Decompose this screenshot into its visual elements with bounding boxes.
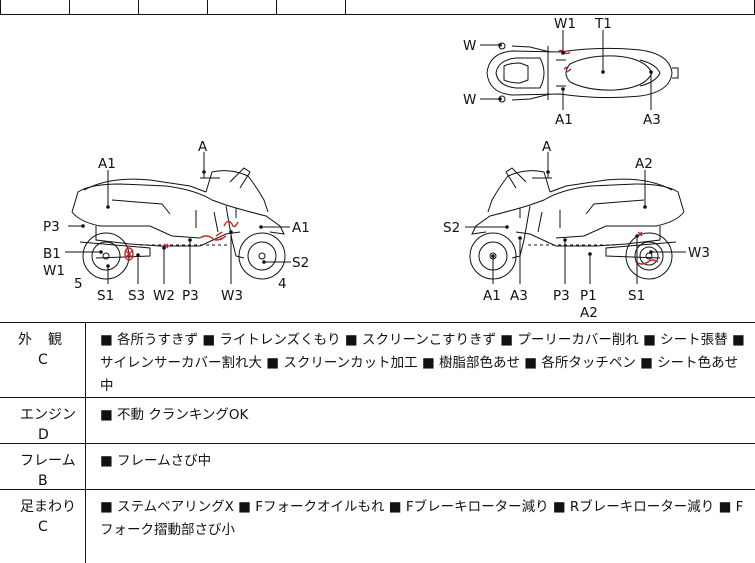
category-name-frame: フレーム xyxy=(20,453,76,469)
label-right-s2: S2 xyxy=(443,220,460,236)
label-left-a: A xyxy=(198,139,208,155)
label-right-a: A xyxy=(542,139,552,155)
label-top-a1: A1 xyxy=(555,112,573,128)
category-cell: フレーム B xyxy=(0,444,86,489)
scooter-right-view: A A2 S2 W3 A1 A3 P3 P1 A2 S1 xyxy=(443,139,710,321)
category-name-engine: エンジン xyxy=(20,407,76,423)
category-cell: エンジン D xyxy=(0,398,86,443)
grade-exterior: C xyxy=(38,352,48,368)
label-top-t1: T1 xyxy=(594,16,612,32)
label-top-a3: A3 xyxy=(643,112,661,128)
scooter-top-view: W1 T1 W W A1 A3 xyxy=(463,16,679,128)
category-cell: 外 観 C xyxy=(0,323,86,397)
label-left-4: 4 xyxy=(278,276,287,292)
row-frame: フレーム B ■ フレームさび中 xyxy=(0,443,755,489)
label-left-s1: S1 xyxy=(97,288,114,304)
label-right-w3: W3 xyxy=(688,245,710,261)
scooter-damage-diagram: W1 T1 W W A1 A3 xyxy=(0,15,755,322)
label-left-w1: W1 xyxy=(43,263,65,279)
label-right-s1: S1 xyxy=(628,288,645,304)
label-left-w3: W3 xyxy=(221,288,243,304)
label-top-w1: W1 xyxy=(554,16,576,32)
grade-engine: D xyxy=(38,427,49,443)
exterior-notes: ■ 各所うすきず ■ ライトレンズくもり ■ スクリーンこすりきず ■ プーリー… xyxy=(100,332,745,394)
label-left-a1-front: A1 xyxy=(292,220,310,236)
category-cell: 足まわり C xyxy=(0,490,86,563)
label-left-s3: S3 xyxy=(128,288,145,304)
label-left-p3: P3 xyxy=(43,219,60,235)
label-left-s2: S2 xyxy=(292,255,309,271)
grade-suspension: C xyxy=(38,519,48,535)
suspension-notes: ■ ステムベアリングX ■ Fフォークオイルもれ ■ Fブレーキローター減り ■… xyxy=(100,499,744,538)
scooter-left-view: A A1 P3 A1 B1 W1 S2 5 4 S1 S3 W2 P3 W3 xyxy=(43,139,310,304)
frame-notes: ■ フレームさび中 xyxy=(100,453,212,469)
label-top-w-lower: W xyxy=(463,92,476,108)
label-left-5: 5 xyxy=(74,276,83,292)
label-right-a2-bottom: A2 xyxy=(580,305,598,321)
row-engine: エンジン D ■ 不動 クランキングOK xyxy=(0,397,755,443)
engine-notes: ■ 不動 クランキングOK xyxy=(100,407,249,423)
label-right-p1: P1 xyxy=(580,288,597,304)
grade-frame: B xyxy=(38,473,48,489)
label-left-w2: W2 xyxy=(153,288,175,304)
inspection-table: 外 観 C ■ 各所うすきず ■ ライトレンズくもり ■ スクリーンこすりきず … xyxy=(0,322,755,563)
header-row-cells xyxy=(0,0,755,15)
label-left-b1: B1 xyxy=(43,246,61,262)
category-name-suspension: 足まわり xyxy=(20,499,76,515)
diagram-svg: W1 T1 W W A1 A3 xyxy=(43,16,710,321)
row-suspension: 足まわり C ■ ステムベアリングX ■ Fフォークオイルもれ ■ Fブレーキロ… xyxy=(0,489,755,563)
label-left-p3-bottom: P3 xyxy=(182,288,199,304)
label-right-a2-top: A2 xyxy=(635,156,653,172)
label-right-p3: P3 xyxy=(553,288,570,304)
label-left-a1-top: A1 xyxy=(98,156,116,172)
row-exterior: 外 観 C ■ 各所うすきず ■ ライトレンズくもり ■ スクリーンこすりきず … xyxy=(0,322,755,397)
label-right-a1: A1 xyxy=(483,288,501,304)
label-top-w-upper: W xyxy=(463,38,476,54)
label-right-a3: A3 xyxy=(510,288,528,304)
category-name-exterior: 外 観 xyxy=(18,332,63,348)
